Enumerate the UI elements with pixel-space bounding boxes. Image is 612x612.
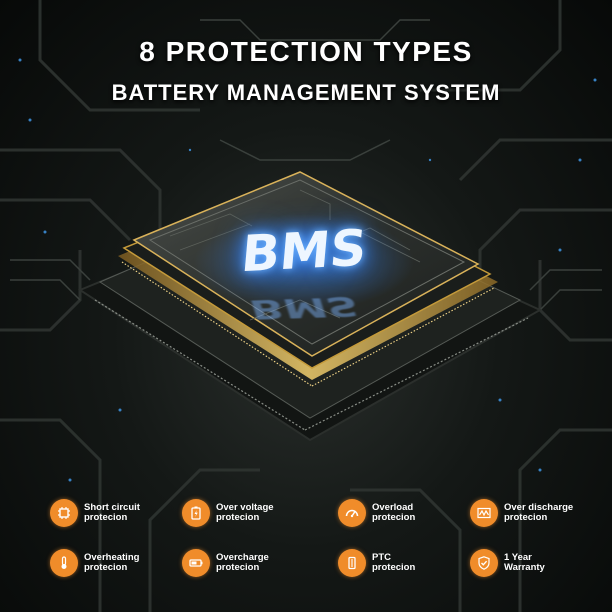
- battery-icon: [182, 549, 210, 577]
- battery-bolt-icon: [182, 499, 210, 527]
- feature-label: Overload: [372, 502, 414, 513]
- bms-chip-reflection: BMS: [245, 290, 363, 325]
- chip-icon: [50, 499, 78, 527]
- feature-sublabel: protecion: [372, 512, 416, 523]
- feature-label: 1 Year: [504, 552, 532, 563]
- check-badge-icon: [470, 549, 498, 577]
- feature-label: Overheating: [84, 552, 140, 563]
- heading-title: 8 PROTECTION TYPES: [139, 36, 473, 67]
- feature-sublabel: Warranty: [504, 562, 545, 573]
- feature-sublabel: protecion: [504, 512, 548, 523]
- feature-label: Short circuit: [84, 502, 140, 513]
- gauge-icon: [338, 499, 366, 527]
- feature-label: PTC: [372, 552, 391, 563]
- feature-sublabel: protecion: [216, 512, 260, 523]
- feature-sublabel: protecion: [84, 562, 128, 573]
- feature-label: Overcharge: [216, 552, 269, 563]
- feature-sublabel: protecion: [216, 562, 260, 573]
- feature-label: Over voltage: [216, 502, 274, 513]
- feature-sublabel: protecion: [84, 512, 128, 523]
- bms-chip-label: BMS: [239, 218, 369, 284]
- fuse-icon: [338, 549, 366, 577]
- waveform-icon: [470, 499, 498, 527]
- thermometer-icon: [50, 549, 78, 577]
- feature-label: Over discharge: [504, 502, 574, 513]
- feature-sublabel: protecion: [372, 562, 416, 573]
- heading-subtitle: BATTERY MANAGEMENT SYSTEM: [111, 80, 501, 105]
